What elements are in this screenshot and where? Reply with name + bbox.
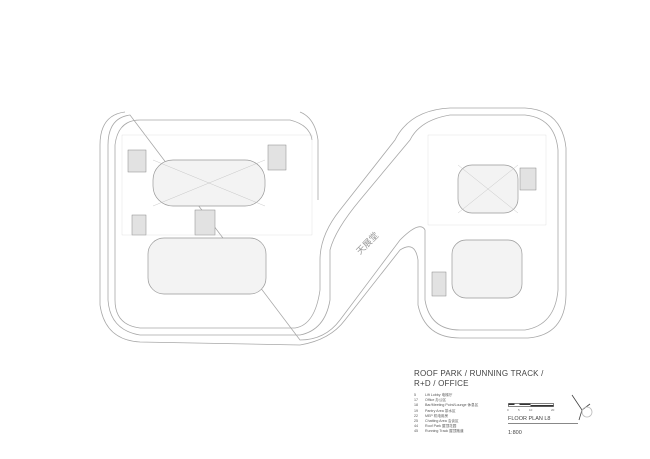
- legend-item: 25 Chatting Area 洽谈区: [414, 419, 478, 424]
- courtyard-bottom-left: [147, 237, 267, 295]
- drawing-title: ROOF PARK / RUNNING TRACK / R+D / OFFICE: [414, 369, 544, 389]
- scale-tick: 20: [551, 408, 555, 412]
- building-outline-left: [107, 114, 559, 341]
- legend-item: 5 Lift Lobby 电梯厅: [414, 393, 478, 398]
- legend-label: Bar/Meeting Point/Lounge 休息区: [425, 403, 479, 408]
- legend-label: Roof Park 屋顶花园: [425, 424, 457, 429]
- legend-num: 45: [414, 429, 418, 434]
- legend-item: 19 Pantry Area 茶水区: [414, 409, 478, 414]
- core-4: [519, 167, 537, 191]
- legend-num: 5: [414, 393, 416, 397]
- core-1: [127, 149, 147, 173]
- legend-num: 44: [414, 424, 418, 429]
- floor-plan-label: FLOOR PLAN L8: [508, 416, 578, 424]
- scale-tick: 0: [507, 408, 509, 412]
- legend-label: Office 办公区: [425, 398, 447, 403]
- courtyard-bottom-right: [451, 239, 523, 299]
- legend-label: MEP 机电用房: [425, 413, 449, 418]
- core-6: [131, 214, 147, 236]
- core-2: [267, 144, 287, 171]
- core-5: [431, 271, 447, 297]
- legend-num: 22: [414, 413, 418, 418]
- legend-item: 17 Office 办公区: [414, 398, 478, 403]
- legend-item: 44 Roof Park 屋顶花园: [414, 424, 478, 429]
- legend-label: Pantry Area 茶水区: [425, 408, 456, 413]
- title-line-2: R+D / OFFICE: [414, 379, 469, 388]
- legend: 5 Lift Lobby 电梯厅 17 Office 办公区 18 Bar/Meeti…: [414, 393, 478, 435]
- legend-num: 25: [414, 419, 418, 424]
- title-line-1: ROOF PARK / RUNNING TRACK /: [414, 369, 544, 378]
- scale-label: 1:800: [508, 430, 522, 436]
- core-3: [194, 209, 216, 236]
- north-arrow-icon: [571, 394, 593, 421]
- legend-label: Lift Lobby 电梯厅: [425, 393, 453, 397]
- legend-num: 18: [414, 403, 418, 408]
- legend-label: Running Track 屋顶跑道: [425, 429, 464, 434]
- legend-item: 22 MEP 机电用房: [414, 414, 478, 419]
- scale-tick: 10: [529, 408, 533, 412]
- scale-tick: 5: [518, 408, 520, 412]
- legend-item: 45 Running Track 屋顶跑道: [414, 429, 478, 434]
- running-track-inner: [299, 111, 319, 200]
- legend-label: Chatting Area 洽谈区: [425, 419, 459, 424]
- legend-num: 17: [414, 398, 418, 403]
- legend-num: 19: [414, 408, 418, 413]
- legend-item: 18 Bar/Meeting Point/Lounge 休息区: [414, 403, 478, 408]
- running-track-outer: [99, 107, 567, 346]
- logo-text: 天展堂: [354, 230, 382, 258]
- scale-bar: [508, 403, 554, 407]
